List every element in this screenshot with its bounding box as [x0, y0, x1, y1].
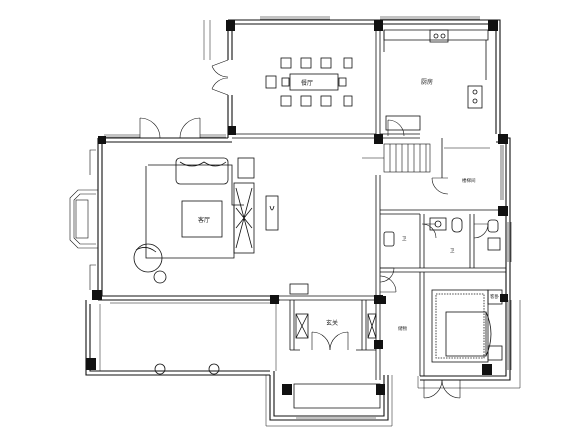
- staircase: [362, 143, 490, 173]
- room-label-storage: 储物: [398, 325, 407, 332]
- windows: [69, 16, 512, 419]
- interior-walls: [232, 24, 506, 380]
- room-label-bath-1: 卫: [402, 236, 407, 242]
- room-label-living: 客厅: [198, 216, 210, 224]
- room-label-stair: 楼梯间: [462, 177, 476, 184]
- room-label-bedroom: 客卧: [490, 293, 499, 300]
- doors: [139, 59, 495, 399]
- room-label-dining: 餐厅: [301, 79, 313, 87]
- dining-table: [265, 57, 353, 107]
- room-label-kitchen: 厨房: [421, 78, 433, 86]
- structural-columns: [86, 20, 508, 395]
- room-label-bath-2: 卫: [450, 248, 455, 254]
- kitchen-counters: [383, 29, 489, 131]
- bathroom-fixtures: [383, 217, 501, 251]
- entry-steps: [203, 20, 521, 427]
- foyer-elements: [99, 283, 381, 409]
- room-label-foyer: 玄关: [326, 319, 338, 327]
- bed: [431, 289, 503, 363]
- living-furniture: [133, 157, 279, 284]
